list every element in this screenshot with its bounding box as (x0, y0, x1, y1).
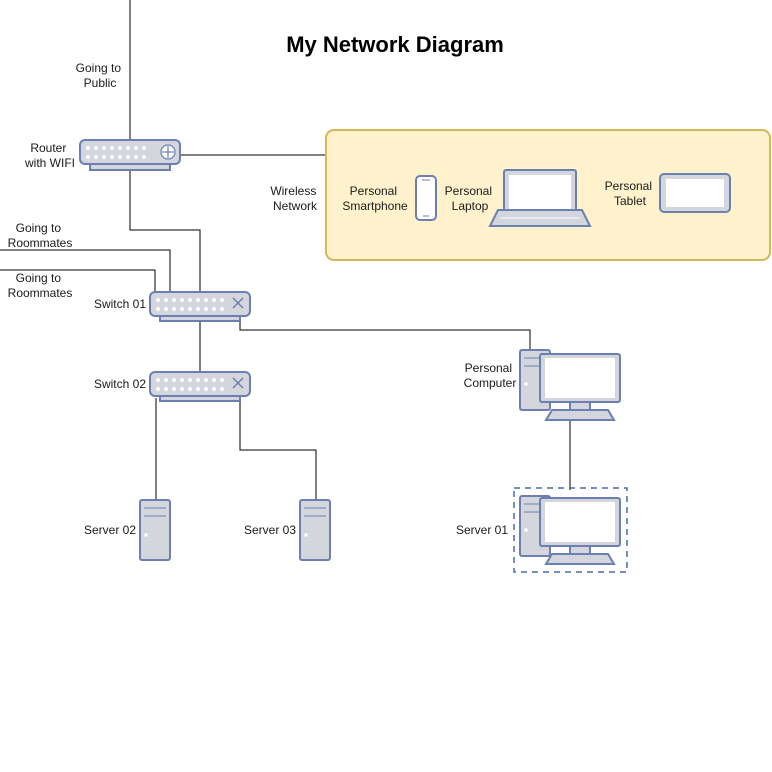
server-03-icon[interactable] (299, 499, 331, 561)
server-01-icon[interactable] (513, 487, 628, 573)
selection-box (513, 487, 628, 573)
router-ports (86, 146, 146, 159)
label-wireless-network: Wireless Network (270, 184, 319, 213)
switch-02-ports (156, 378, 224, 391)
label-roommates-b: Going to Roommates (8, 271, 73, 300)
personal-computer-icon[interactable] (519, 349, 621, 421)
label-roommates-a: Going to Roommates (8, 221, 73, 250)
label-tablet: Personal Tablet (605, 179, 656, 208)
connections (0, 0, 571, 500)
wire-roommates-b (0, 269, 156, 292)
switch-arrows-icon (232, 377, 244, 389)
switch-arrows-icon (232, 297, 244, 309)
label-going-public: Going to Public (76, 61, 125, 90)
labels: Going to Public Router with WIFI Wireles… (8, 61, 656, 537)
label-smartphone: Personal Smartphone (342, 184, 408, 213)
switch-01-ports (156, 298, 224, 311)
label-server-02: Server 02 (84, 523, 136, 537)
diagram-title: My Network Diagram (286, 32, 504, 57)
wire-switch01-pc (239, 318, 531, 350)
server-02-icon[interactable] (139, 499, 171, 561)
router-device[interactable] (79, 139, 181, 171)
label-personal-computer: Personal Computer (464, 361, 517, 390)
switch-02-device[interactable] (149, 371, 251, 402)
laptop-icon[interactable] (488, 169, 592, 227)
smartphone-icon[interactable] (415, 175, 437, 221)
wifi-symbol-icon (160, 144, 176, 160)
label-server-03: Server 03 (244, 523, 296, 537)
tablet-icon[interactable] (659, 173, 731, 213)
label-server-01: Server 01 (456, 523, 508, 537)
wire-roommates-a (0, 249, 171, 292)
wire-switch02-server03 (239, 398, 317, 500)
wire-router-switch01 (129, 170, 201, 292)
label-switch-02: Switch 02 (94, 377, 146, 391)
label-switch-01: Switch 01 (94, 297, 146, 311)
label-router: Router with WIFI (24, 141, 75, 170)
switch-01-device[interactable] (149, 291, 251, 322)
label-laptop: Personal Laptop (445, 184, 496, 213)
